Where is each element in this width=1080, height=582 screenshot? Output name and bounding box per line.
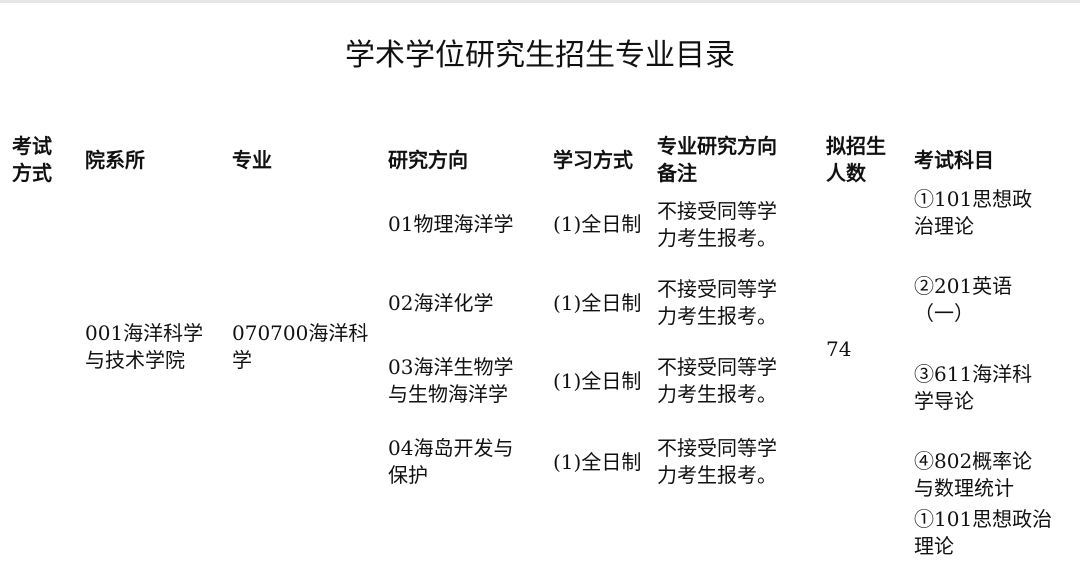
department-cell: 001海洋科学 与技术学院 [85,320,203,374]
cell-line: 03海洋生物学 [388,355,514,379]
header-line: 人数 [826,161,866,185]
direction-cell: 03海洋生物学 与生物海洋学 [388,354,513,408]
study-mode-cell: (1)全日制 [553,212,642,236]
header-remark: 专业研究方向 备注 [657,133,777,187]
quota-cell: 74 [826,337,852,361]
major-cell: 070700海洋科 学 [232,320,368,374]
cell-line: 治理论 [914,214,974,238]
header-direction: 研究方向 [388,148,468,172]
cell-line: ④802概率论 [914,449,1033,473]
cell-line: 与技术学院 [85,348,185,372]
header-major: 专业 [232,148,272,172]
remark-cell: 不接受同等学 力考生报考。 [657,354,777,408]
study-mode-cell: (1)全日制 [553,291,642,315]
subject-item: ④802概率论 与数理统计 [914,448,1032,502]
top-divider [0,0,1080,3]
header-line: 方式 [12,161,52,185]
header-line: 专业研究方向 [657,134,777,158]
subject-item: ①101思想政 治理论 [914,186,1032,240]
cell-line: 与数理统计 [914,476,1014,500]
header-subjects: 考试科目 [914,148,994,172]
subject-item: ③611海洋科 学导论 [914,361,1032,415]
cell-line: 不接受同等学 [657,436,777,460]
header-line: 备注 [657,161,697,185]
subject-item: ①101思想政治 理论 [914,506,1052,560]
direction-cell: 02海洋化学 [388,291,494,315]
page-title: 学术学位研究生招生专业目录 [345,38,735,73]
cell-line: 不接受同等学 [657,199,777,223]
remark-cell: 不接受同等学 力考生报考。 [657,435,777,489]
remark-cell: 不接受同等学 力考生报考。 [657,276,777,330]
cell-line: ②201英语 [914,274,1013,298]
header-line: 考试 [12,134,52,158]
direction-cell: 01物理海洋学 [388,212,514,236]
cell-line: 001海洋科学 [85,321,204,345]
cell-line: ③611海洋科 [914,362,1033,386]
subject-item: ②201英语 （一） [914,273,1012,327]
cell-line: 理论 [914,534,954,558]
cell-line: 070700海洋科 [232,321,369,345]
cell-line: 不接受同等学 [657,355,777,379]
cell-line: 学导论 [914,389,974,413]
cell-line: 保护 [388,463,428,487]
cell-line: ①101思想政 [914,187,1033,211]
cell-line: 力考生报考。 [657,304,777,328]
cell-line: 不接受同等学 [657,277,777,301]
cell-line: ①101思想政治 [914,507,1053,531]
cell-line: 力考生报考。 [657,226,777,250]
cell-line: 学 [232,348,252,372]
header-department: 院系所 [85,148,145,172]
header-exam-mode: 考试 方式 [12,133,52,187]
header-study-mode: 学习方式 [553,148,633,172]
cell-line: 力考生报考。 [657,463,777,487]
cell-line: 力考生报考。 [657,382,777,406]
header-line: 拟招生 [826,134,886,158]
cell-line: 04海岛开发与 [388,436,514,460]
study-mode-cell: (1)全日制 [553,450,642,474]
cell-line: （一） [914,301,974,325]
remark-cell: 不接受同等学 力考生报考。 [657,198,777,252]
cell-line: 与生物海洋学 [388,382,508,406]
study-mode-cell: (1)全日制 [553,369,642,393]
direction-cell: 04海岛开发与 保护 [388,435,513,489]
header-quota: 拟招生 人数 [826,133,886,187]
